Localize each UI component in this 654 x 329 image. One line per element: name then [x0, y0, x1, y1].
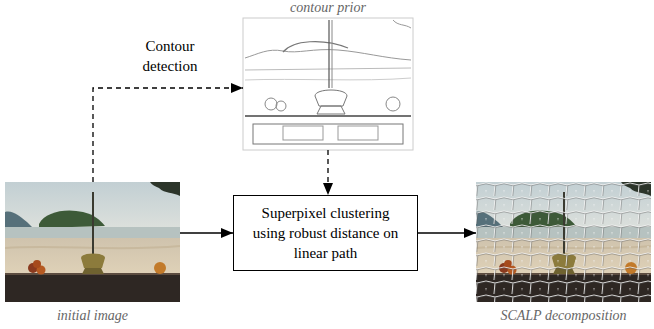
dashed-arrow — [93, 88, 243, 182]
image-panel: SCALP decomposition — [476, 182, 651, 324]
edge-label: Contour detection — [128, 36, 212, 76]
contour-map — [243, 18, 413, 150]
process-box: Superpixel clustering using robust dista… — [233, 195, 418, 271]
arrow — [418, 232, 476, 233]
image-panel: contour prior — [243, 0, 413, 150]
image-panel: initial image — [5, 182, 180, 324]
superpixel-photo — [476, 182, 651, 302]
box-text: Superpixel clustering using robust dista… — [244, 203, 407, 263]
dashed-arrow — [327, 150, 328, 195]
image-caption: initial image — [57, 308, 128, 324]
image-caption: contour prior — [290, 0, 366, 16]
photo — [5, 182, 180, 302]
image-caption: SCALP decomposition — [500, 308, 626, 324]
arrow — [180, 232, 233, 233]
